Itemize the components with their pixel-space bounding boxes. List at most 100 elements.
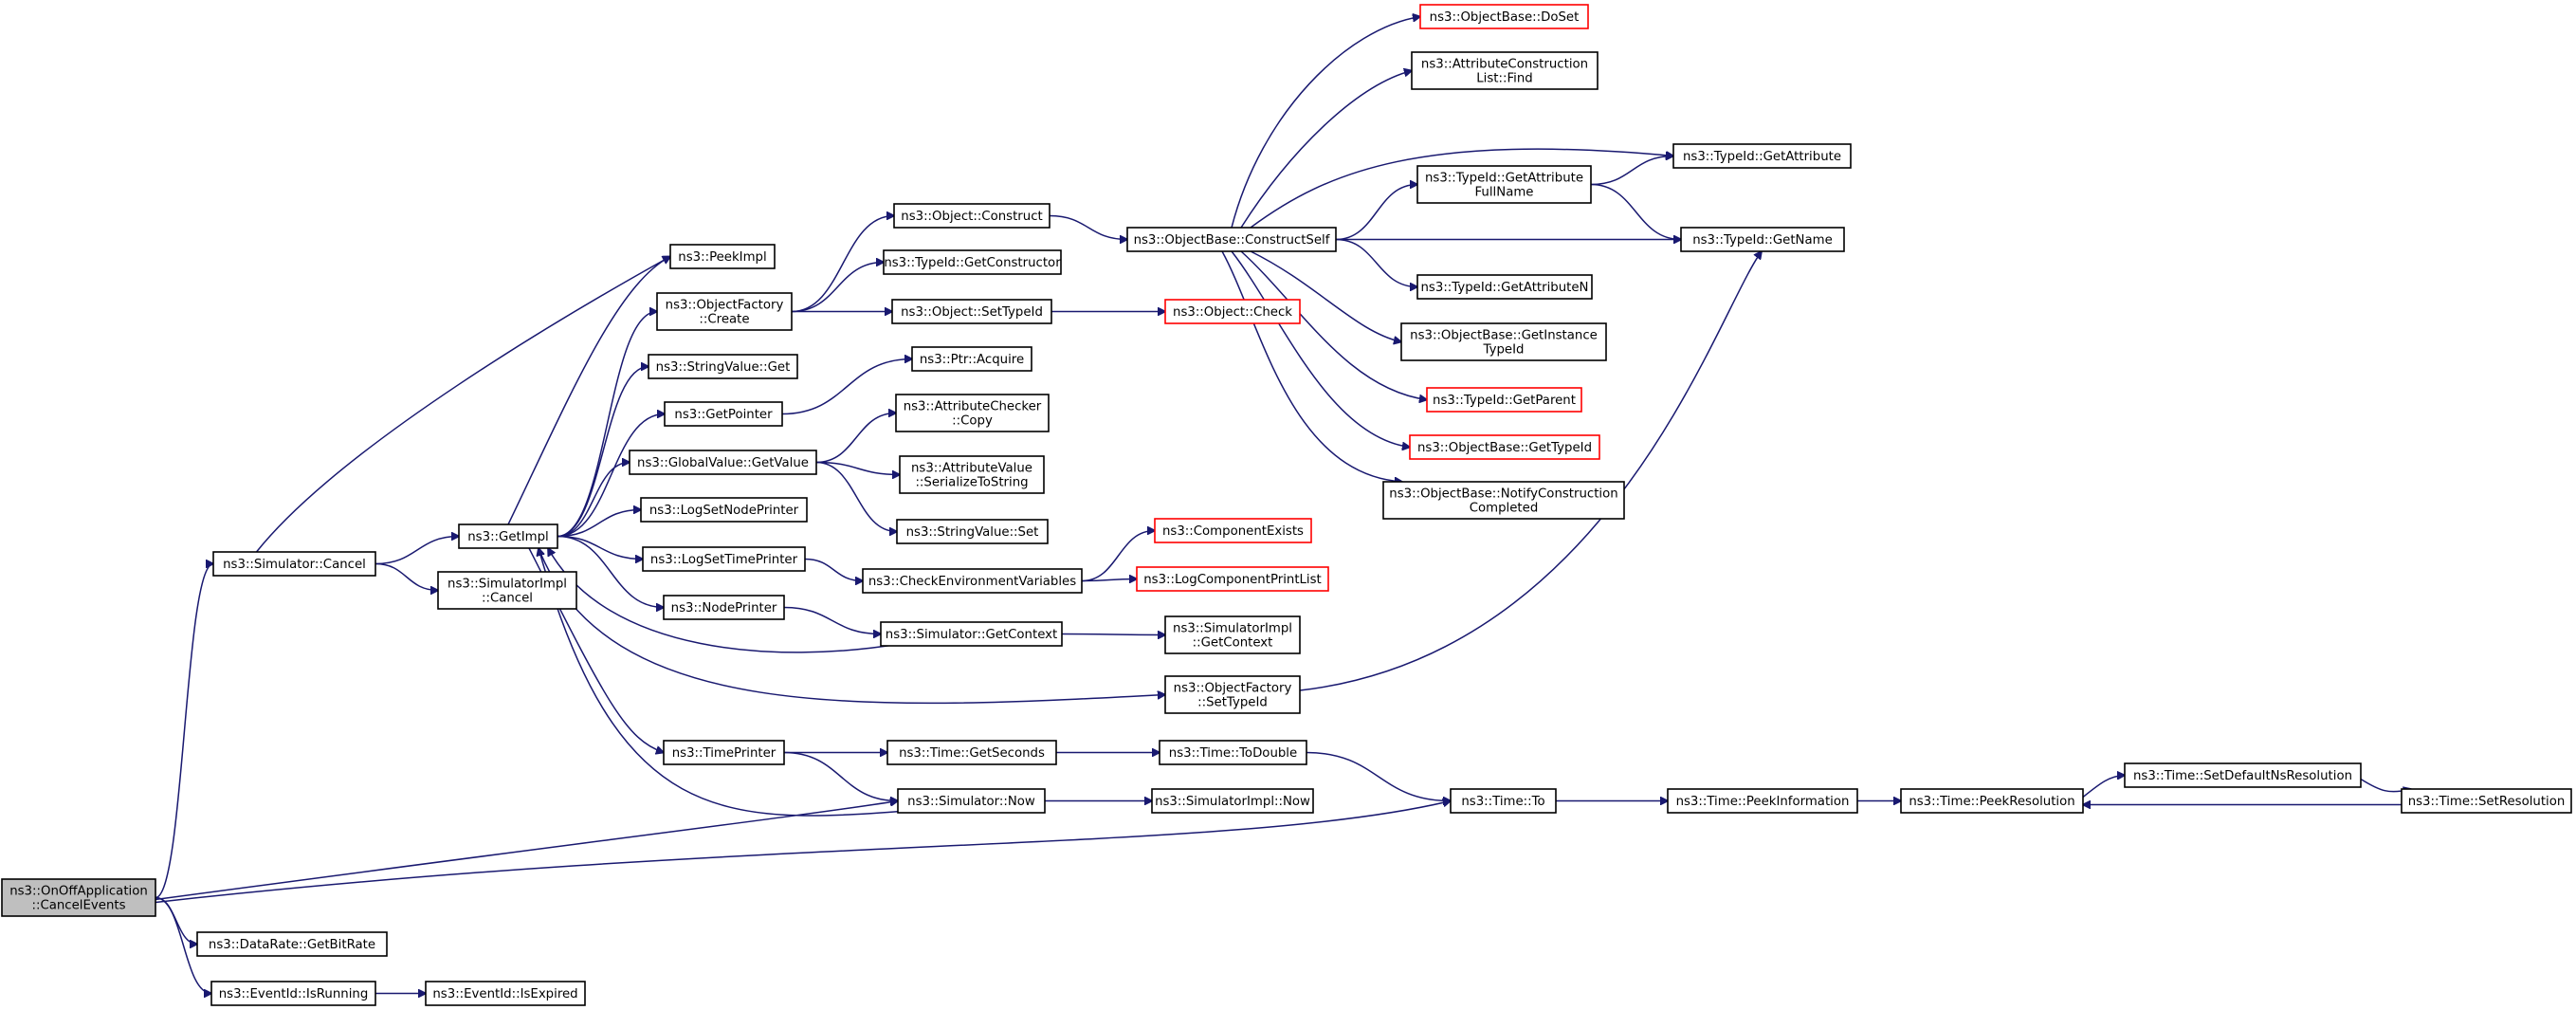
node-box[interactable] bbox=[1164, 675, 1301, 714]
node-box[interactable] bbox=[883, 249, 1062, 275]
node-box[interactable] bbox=[1411, 51, 1599, 90]
node-box[interactable] bbox=[862, 568, 1083, 594]
node-box[interactable] bbox=[1, 878, 156, 917]
node-timeprinter[interactable]: ns3::TimePrinter bbox=[663, 740, 785, 765]
node-box[interactable] bbox=[642, 546, 806, 572]
node-box[interactable] bbox=[899, 455, 1045, 494]
node-tidgetattr[interactable]: ns3::TypeId::GetAttribute bbox=[1672, 143, 1852, 169]
node-peekimpl[interactable]: ns3::PeekImpl bbox=[669, 244, 776, 269]
node-box[interactable] bbox=[880, 621, 1063, 647]
node-box[interactable] bbox=[656, 292, 793, 331]
node-box[interactable] bbox=[1382, 481, 1625, 520]
node-tidgetctor[interactable]: ns3::TypeId::GetConstructor bbox=[883, 249, 1062, 275]
node-tidgetname[interactable]: ns3::TypeId::GetName bbox=[1680, 227, 1845, 252]
node-ofsettid[interactable]: ns3::ObjectFactory::SetTypeId bbox=[1164, 675, 1301, 714]
node-simimplcancel[interactable]: ns3::SimulatorImpl::Cancel bbox=[437, 571, 577, 610]
node-box[interactable] bbox=[663, 595, 785, 620]
node-simimplnow[interactable]: ns3::SimulatorImpl::Now bbox=[1151, 788, 1314, 814]
node-evexpired[interactable]: ns3::EventId::IsExpired bbox=[425, 981, 586, 1006]
node-box[interactable] bbox=[2124, 762, 2362, 788]
node-box[interactable] bbox=[893, 203, 1050, 229]
node-evrunning[interactable]: ns3::EventId::IsRunning bbox=[210, 981, 376, 1006]
node-objbasecs[interactable]: ns3::ObjectBase::ConstructSelf bbox=[1126, 227, 1337, 252]
node-box[interactable] bbox=[1416, 165, 1592, 204]
node-box[interactable] bbox=[911, 346, 1032, 372]
node-strset[interactable]: ns3::StringValue::Set bbox=[896, 519, 1049, 544]
node-box[interactable] bbox=[425, 981, 586, 1006]
node-ptracquire[interactable]: ns3::Ptr::Acquire bbox=[911, 346, 1032, 372]
node-box[interactable] bbox=[640, 497, 808, 523]
node-box[interactable] bbox=[664, 401, 783, 427]
node-box[interactable] bbox=[648, 354, 798, 379]
node-box[interactable] bbox=[196, 931, 388, 957]
node-objcheck[interactable]: ns3::Object::Check bbox=[1164, 299, 1301, 324]
node-nodeprinter[interactable]: ns3::NodePrinter bbox=[663, 595, 785, 620]
node-box[interactable] bbox=[1154, 518, 1312, 543]
node-obgettid[interactable]: ns3::ObjectBase::GetTypeId bbox=[1409, 434, 1600, 460]
node-peekres[interactable]: ns3::Time::PeekResolution bbox=[1900, 788, 2084, 814]
node-box[interactable] bbox=[1667, 788, 1858, 814]
node-box[interactable] bbox=[1136, 566, 1329, 592]
node-accopy[interactable]: ns3::AttributeChecker::Copy bbox=[895, 394, 1050, 432]
node-box[interactable] bbox=[886, 740, 1057, 765]
node-avser[interactable]: ns3::AttributeValue::SerializeToString bbox=[899, 455, 1045, 494]
node-box[interactable] bbox=[1426, 387, 1582, 413]
node-box[interactable] bbox=[1680, 227, 1845, 252]
node-logcomplist[interactable]: ns3::LogComponentPrintList bbox=[1136, 566, 1329, 592]
node-lognode[interactable]: ns3::LogSetNodePrinter bbox=[640, 497, 808, 523]
node-box[interactable] bbox=[629, 450, 817, 475]
node-box[interactable] bbox=[1151, 788, 1314, 814]
node-objsettid[interactable]: ns3::Object::SetTypeId bbox=[891, 299, 1052, 324]
node-box[interactable] bbox=[1416, 274, 1593, 300]
node-logtime[interactable]: ns3::LogSetTimePrinter bbox=[642, 546, 806, 572]
node-checkenv[interactable]: ns3::CheckEnvironmentVariables bbox=[862, 568, 1083, 594]
node-strget[interactable]: ns3::StringValue::Get bbox=[648, 354, 798, 379]
node-box[interactable] bbox=[896, 519, 1049, 544]
node-simnow[interactable]: ns3::Simulator::Now bbox=[897, 788, 1046, 814]
node-objconstruct[interactable]: ns3::Object::Construct bbox=[893, 203, 1050, 229]
node-getpointer[interactable]: ns3::GetPointer bbox=[664, 401, 783, 427]
node-simcancel[interactable]: ns3::Simulator::Cancel bbox=[212, 551, 376, 577]
node-box[interactable] bbox=[1126, 227, 1337, 252]
node-box[interactable] bbox=[1672, 143, 1852, 169]
node-box[interactable] bbox=[1450, 788, 1557, 814]
node-box[interactable] bbox=[1400, 322, 1607, 361]
node-timegetsec[interactable]: ns3::Time::GetSeconds bbox=[886, 740, 1057, 765]
node-box[interactable] bbox=[663, 740, 785, 765]
node-peekinfo[interactable]: ns3::Time::PeekInformation bbox=[1667, 788, 1858, 814]
node-box[interactable] bbox=[458, 523, 558, 549]
node-simgetctx[interactable]: ns3::Simulator::GetContext bbox=[880, 621, 1063, 647]
node-obnotify[interactable]: ns3::ObjectBase::NotifyConstructionCompl… bbox=[1382, 481, 1625, 520]
node-box[interactable] bbox=[895, 394, 1050, 432]
node-box[interactable] bbox=[1900, 788, 2084, 814]
node-box[interactable] bbox=[1164, 615, 1301, 654]
node-tidattrn[interactable]: ns3::TypeId::GetAttributeN bbox=[1416, 274, 1593, 300]
node-box[interactable] bbox=[669, 244, 776, 269]
node-box[interactable] bbox=[1409, 434, 1600, 460]
node-obdoset[interactable]: ns3::ObjectBase::DoSet bbox=[1419, 4, 1589, 29]
node-box[interactable] bbox=[2401, 788, 2572, 814]
node-root[interactable]: ns3::OnOffApplication::CancelEvents bbox=[1, 878, 156, 917]
node-box[interactable] bbox=[210, 981, 376, 1006]
node-getimpl[interactable]: ns3::GetImpl bbox=[458, 523, 558, 549]
node-box[interactable] bbox=[1159, 740, 1307, 765]
node-tidparent[interactable]: ns3::TypeId::GetParent bbox=[1426, 387, 1582, 413]
node-gvgetvalue[interactable]: ns3::GlobalValue::GetValue bbox=[629, 450, 817, 475]
node-timeto[interactable]: ns3::Time::To bbox=[1450, 788, 1557, 814]
node-ofcreate[interactable]: ns3::ObjectFactory::Create bbox=[656, 292, 793, 331]
node-setdefres[interactable]: ns3::Time::SetDefaultNsResolution bbox=[2124, 762, 2362, 788]
node-box[interactable] bbox=[891, 299, 1052, 324]
node-box[interactable] bbox=[212, 551, 376, 577]
node-box[interactable] bbox=[897, 788, 1046, 814]
node-setres[interactable]: ns3::Time::SetResolution bbox=[2401, 788, 2572, 814]
node-box[interactable] bbox=[1419, 4, 1589, 29]
node-timetodouble[interactable]: ns3::Time::ToDouble bbox=[1159, 740, 1307, 765]
node-compexists[interactable]: ns3::ComponentExists bbox=[1154, 518, 1312, 543]
node-box[interactable] bbox=[1164, 299, 1301, 324]
node-datarate[interactable]: ns3::DataRate::GetBitRate bbox=[196, 931, 388, 957]
node-simimplctx[interactable]: ns3::SimulatorImpl::GetContext bbox=[1164, 615, 1301, 654]
node-box[interactable] bbox=[437, 571, 577, 610]
